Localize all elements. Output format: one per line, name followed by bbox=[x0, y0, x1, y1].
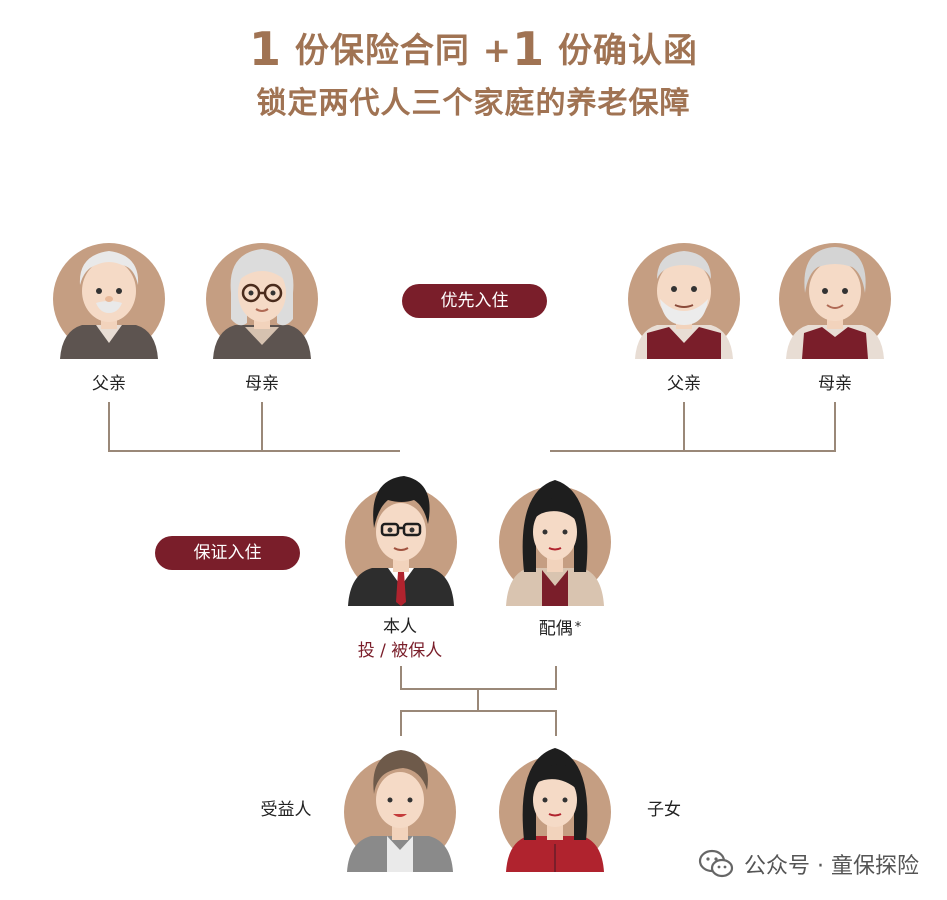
connector-left-father bbox=[108, 402, 110, 452]
connector-couple-left bbox=[400, 666, 402, 690]
title-text-1: 份保险合同 + bbox=[294, 31, 513, 71]
left-father-avatar bbox=[53, 243, 165, 359]
spouse-asterisk: * bbox=[574, 620, 582, 635]
right-father-avatar bbox=[628, 243, 740, 359]
child-avatar bbox=[499, 748, 611, 872]
right-father-label: 父亲 bbox=[667, 374, 701, 394]
child-label: 子女 bbox=[647, 800, 681, 820]
connector-children-horizontal bbox=[400, 710, 557, 712]
title-line-2: 锁定两代人三个家庭的养老保障 bbox=[256, 86, 691, 121]
connector-children-stem bbox=[477, 688, 479, 712]
connector-right-mother bbox=[834, 402, 836, 452]
beneficiary-label: 受益人 bbox=[260, 800, 312, 820]
connector-right-horizontal bbox=[550, 450, 836, 452]
title-num-1: 1 bbox=[248, 22, 282, 76]
spouse-label: 配偶* bbox=[520, 614, 600, 639]
title-num-2: 1 bbox=[512, 22, 546, 76]
left-mother-label: 母亲 bbox=[245, 374, 279, 394]
wechat-icon bbox=[698, 849, 734, 878]
right-mother-label: 母亲 bbox=[818, 374, 852, 394]
connector-child-left bbox=[400, 710, 402, 736]
self-avatar bbox=[345, 476, 457, 606]
connector-right-father bbox=[683, 402, 685, 452]
connector-left-mother bbox=[261, 402, 263, 452]
title-line-1: 1 份保险合同 +1 份确认函 bbox=[0, 22, 947, 76]
left-mother-avatar bbox=[206, 243, 318, 359]
left-father-label: 父亲 bbox=[92, 374, 126, 394]
watermark: 公众号 · 童保探险 bbox=[698, 848, 919, 880]
title-text-2: 份确认函 bbox=[558, 31, 699, 71]
badge-guarantee: 保证入住 bbox=[155, 536, 300, 570]
spouse-name: 配偶 bbox=[538, 619, 573, 639]
right-mother-avatar bbox=[779, 243, 891, 359]
spouse-avatar bbox=[499, 480, 611, 606]
self-label: 本人 bbox=[383, 617, 417, 637]
badge-priority: 优先入住 bbox=[402, 284, 547, 318]
watermark-text: 公众号 · 童保探险 bbox=[744, 854, 919, 879]
connector-couple-right bbox=[555, 666, 557, 690]
self-role-label: 投 / 被保人 bbox=[357, 641, 443, 661]
connector-child-right bbox=[555, 710, 557, 736]
beneficiary-avatar bbox=[344, 750, 456, 872]
connector-left-horizontal bbox=[108, 450, 400, 452]
